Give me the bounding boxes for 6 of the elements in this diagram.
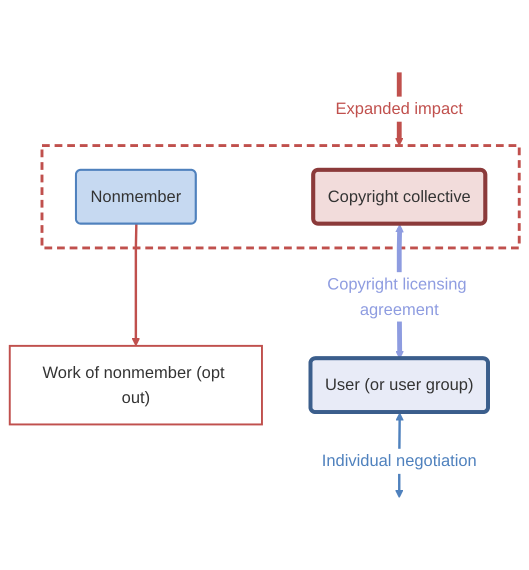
edge-label: Expanded impact xyxy=(336,99,463,118)
arrow xyxy=(132,224,140,346)
cluster xyxy=(40,144,521,250)
node-box xyxy=(8,344,263,426)
edge-label: Copyright licensing agreement xyxy=(327,275,467,318)
edge-label: Individual negotiation xyxy=(322,452,477,470)
